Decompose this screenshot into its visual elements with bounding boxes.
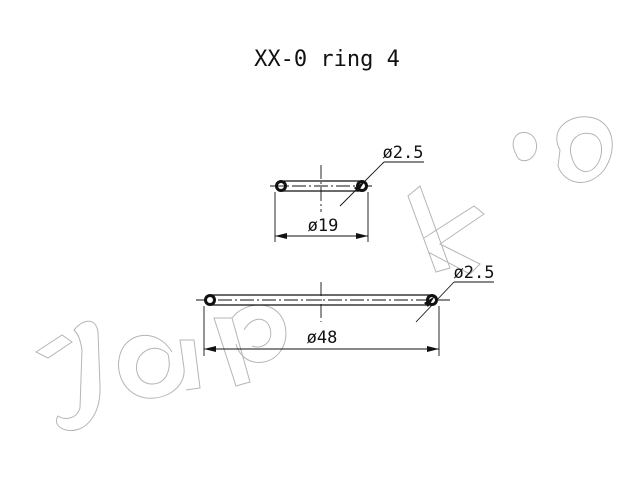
large-ring-section-label: ø2.5 <box>454 263 495 283</box>
leader-line <box>415 281 455 323</box>
small-ring <box>270 161 424 242</box>
small-ring-section-label: ø2.5 <box>383 143 424 163</box>
large-ring <box>196 281 494 356</box>
small-ring-diameter-label: ø19 <box>308 216 339 236</box>
drawing-title: XX-0 ring 4 <box>254 47 400 72</box>
watermark-logo <box>34 116 613 431</box>
large-ring-diameter-label: ø48 <box>307 328 338 348</box>
cross-section-left <box>204 294 216 306</box>
cross-section-left <box>274 180 288 192</box>
